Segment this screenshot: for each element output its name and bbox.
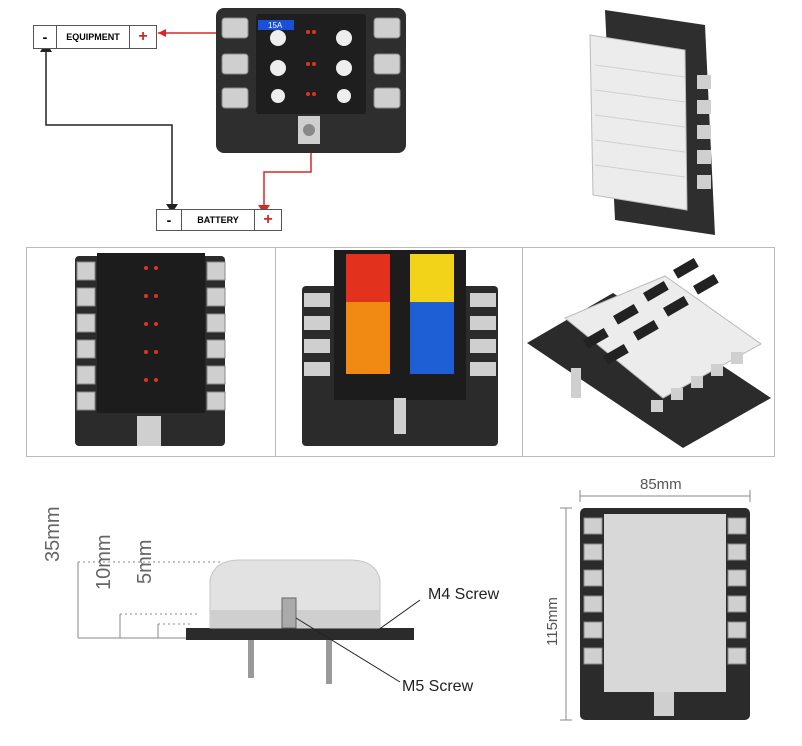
equipment-label: EQUIPMENT [66, 32, 120, 42]
m5-screw-label: M5 Screw [402, 678, 474, 695]
fuse-block-with-fuses-photo [302, 250, 498, 446]
top-view-svg [560, 490, 751, 721]
equipment-box: - EQUIPMENT + [33, 25, 157, 49]
photo-panel-labels [522, 247, 775, 457]
m4-screw-label: M4 Screw [428, 586, 500, 603]
wiring-diagram: - EQUIPMENT + - BATTERY + 15A [0, 0, 420, 240]
dim-height-low: 5mm [134, 539, 156, 584]
equipment-plus: + [129, 26, 156, 48]
side-dimension-drawing: 35mm 10mm 5mm M4 Screw M5 Screw [0, 470, 540, 740]
fuse-block-empty-photo [75, 253, 226, 446]
battery-box: - BATTERY + [156, 209, 282, 231]
fuse-block-covered-photo [589, 10, 715, 235]
top-dimension-drawing: 85mm 115mm [540, 470, 802, 746]
fuse-block-small: 15A [216, 8, 406, 153]
battery-plus: + [254, 210, 281, 230]
dim-length: 115mm [544, 597, 561, 646]
photo-panel-fuses [275, 247, 524, 457]
battery-minus: - [157, 210, 182, 230]
side-profile-svg [77, 559, 421, 684]
dim-height-mid: 10mm [93, 534, 115, 590]
black-wire [45, 46, 173, 212]
photo-panel-open [26, 247, 277, 457]
dim-height-total: 35mm [42, 506, 64, 562]
equipment-minus: - [34, 26, 57, 48]
fuse-rating-label: 15A [268, 21, 283, 30]
dim-width: 85mm [640, 476, 682, 493]
battery-label: BATTERY [197, 215, 239, 225]
fuse-block-labeled-photo [527, 257, 771, 448]
